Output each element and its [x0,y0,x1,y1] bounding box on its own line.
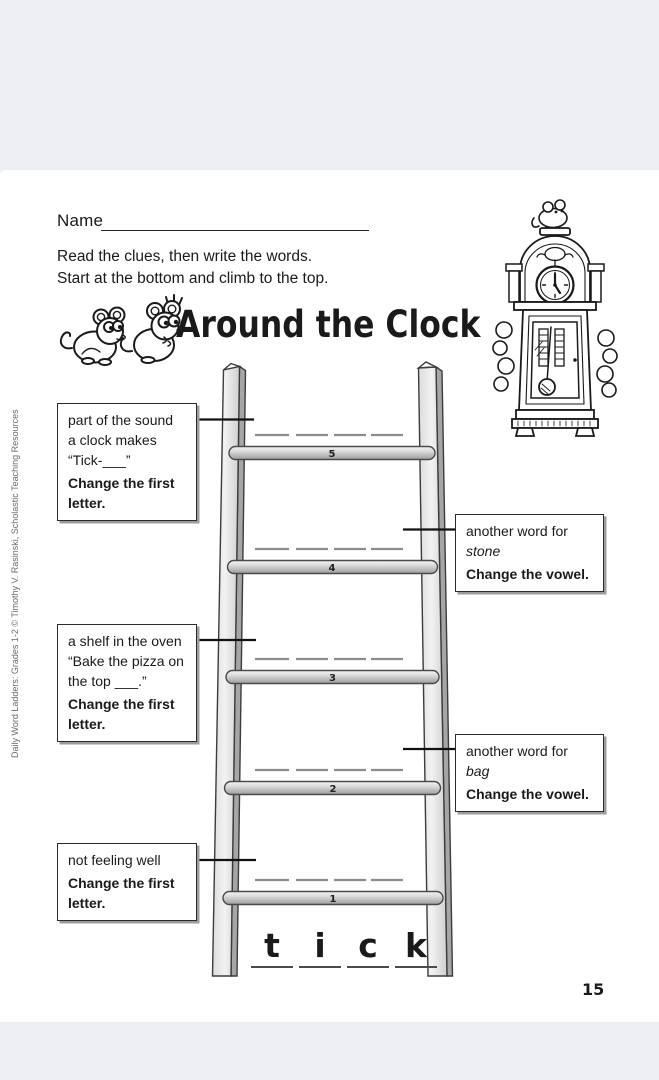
start-letter-slot: k [395,924,437,968]
start-letter: i [314,926,326,965]
start-letter: c [358,926,378,965]
clue-text: part of the sound [68,412,174,428]
rung-3: 3 [225,669,440,685]
rung-4: 4 [226,559,439,575]
clue-box-rung4: another word for stone Change the vowel. [455,514,604,592]
rung-number-5: 5 [329,449,336,460]
clock-trunk [518,309,592,411]
clock-flower-ornament [536,246,574,266]
clock-columns [505,263,605,303]
rung-number-3: 3 [329,673,336,684]
clue-connector-lines [196,418,455,862]
start-letter: t [264,926,280,965]
clue-text: the top ___.” [68,673,147,689]
mouse-left [59,306,126,366]
copyright-sidebar-text: Daily Word Ladders: Grades 1-2 © Timothy… [10,409,20,758]
name-label: Name [57,211,104,230]
clock-finial-base [539,227,571,236]
rung-number-2: 2 [330,784,337,795]
page-number: 15 [582,980,605,999]
start-word: t i c k [251,924,437,968]
clue-box-rung2: another word for bag Change the vowel. [455,734,604,812]
instruction-line-2: Start at the bottom and climb to the top… [57,270,329,287]
rung-5: 5 [228,445,436,461]
clue-text: “Bake the pizza on [68,653,184,669]
clue-text: not feeling well [68,852,161,868]
page-title: Around the Clock [176,303,481,346]
clue-italic-word: bag [466,763,490,779]
clock-face [535,265,575,305]
clue-text: another word for bag [466,741,593,781]
clue-box-rung5: part of the sound a clock makes “Tick-__… [57,403,197,521]
mouse-right [119,294,183,364]
clue-instruction: Change the first letter. [68,875,175,911]
pendulum-rod [546,326,552,383]
start-letter-slot: c [347,924,389,968]
clue-box-rung1: not feeling well Change the first letter… [57,843,197,921]
clue-instruction: Change the vowel. [466,566,589,582]
rung-1: 1 [222,890,444,906]
grandfather-clock-illustration [492,199,618,437]
mice-illustration [59,294,183,366]
name-blank-line[interactable] [101,209,369,231]
clue-text-part: another word for [466,743,568,759]
instructions: Read the clues, then write the words. St… [57,246,328,290]
clue-italic-word: stone [466,543,501,559]
clue-instruction: Change the vowel. [466,786,589,802]
start-letter-slot: i [299,924,341,968]
clue-text: another word for [466,523,568,539]
mouse-on-clock [531,199,568,231]
instruction-line-1: Read the clues, then write the words. [57,248,313,265]
foliage-decoration-left [492,321,515,392]
start-letter-slot: t [251,924,293,968]
clock-base [511,409,599,437]
rung-number-4: 4 [329,563,336,574]
clue-text: a shelf in the oven [68,633,182,649]
foliage-decoration-right [596,329,618,398]
rung-2: 2 [223,780,442,796]
start-letter: k [405,926,427,965]
clue-instruction: Change the first letter. [68,696,175,732]
clue-text: a clock makes [68,432,157,448]
rung-number-1: 1 [330,894,337,905]
clock-cornice [513,301,597,311]
ladder-rungs: 5 4 3 2 1 [222,445,444,906]
clue-box-rung3: a shelf in the oven “Bake the pizza on t… [57,624,197,742]
pendulum-bob [538,378,556,396]
clue-text: “Tick-___” [68,452,131,468]
clue-instruction: Change the first letter. [68,475,175,511]
